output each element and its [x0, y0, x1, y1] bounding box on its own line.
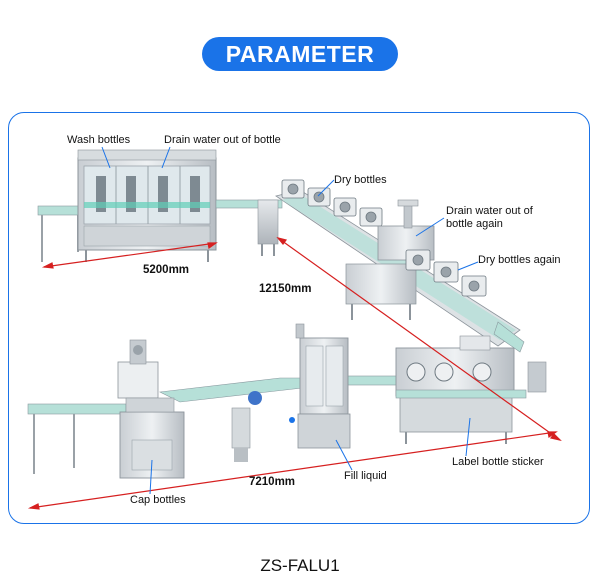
label-dry-bottles: Dry bottles: [334, 174, 387, 186]
labeling-machine: [395, 321, 547, 444]
label-dry-again: Dry bottles again: [478, 254, 561, 266]
model-number: ZS-FALU1: [260, 556, 340, 575]
conveyor-upper-middle: [215, 199, 283, 256]
capping-machine: [117, 339, 185, 479]
label-drain-water: Drain water out of bottle: [164, 134, 281, 146]
dimension-12150: 12150mm: [259, 283, 312, 295]
label-cap-bottles: Cap bottles: [130, 494, 186, 506]
conveyor-upper-left: [37, 205, 85, 262]
callout-lines: [101, 146, 479, 495]
label-fill-liquid: Fill liquid: [344, 470, 387, 482]
dimension-7210: 7210mm: [249, 476, 296, 488]
page-title: PARAMETER: [202, 37, 398, 71]
washing-machine: [77, 149, 217, 262]
pump-unit: [231, 391, 262, 462]
dimension-lines: [27, 236, 562, 510]
dryer-2: [405, 249, 487, 297]
drying-conveyor: [275, 179, 521, 347]
label-drain-again: Drain water out of bottle again: [446, 205, 533, 230]
label-wash-bottles: Wash bottles: [67, 134, 131, 146]
conveyor-lower: [27, 375, 411, 474]
filling-machine: [289, 323, 351, 449]
label-label-sticker: Label bottle sticker: [452, 456, 544, 468]
diagram-frame: [8, 112, 590, 524]
dimension-5200: 5200mm: [143, 264, 190, 276]
